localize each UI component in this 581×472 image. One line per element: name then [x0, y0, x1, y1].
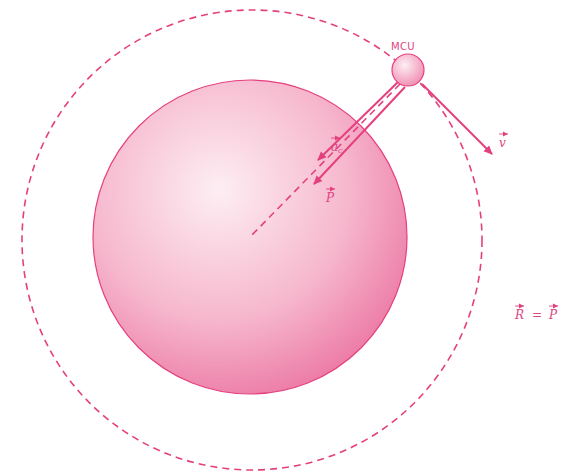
vector-mark	[549, 306, 558, 307]
vector-letter: R	[515, 309, 524, 321]
vector-letter: v	[499, 137, 506, 149]
velocity-vector	[422, 84, 492, 154]
vector-subscript: c	[338, 147, 342, 155]
body-label: MCU	[391, 42, 415, 52]
vector-letter: P	[549, 309, 557, 321]
vector-mark	[515, 306, 524, 307]
vector-mark	[331, 138, 340, 139]
vector-letter: P	[326, 192, 334, 204]
radius-line	[250, 84, 400, 237]
weight-vector	[314, 87, 405, 184]
acceleration-vector	[318, 82, 398, 160]
vector-mark	[499, 134, 508, 135]
equals-sign: =	[532, 309, 542, 321]
planet	[93, 80, 407, 394]
orbit-path	[22, 10, 482, 470]
orbiting-body	[392, 54, 424, 86]
vector-mark	[326, 189, 335, 190]
vector-letter: a	[331, 141, 338, 153]
